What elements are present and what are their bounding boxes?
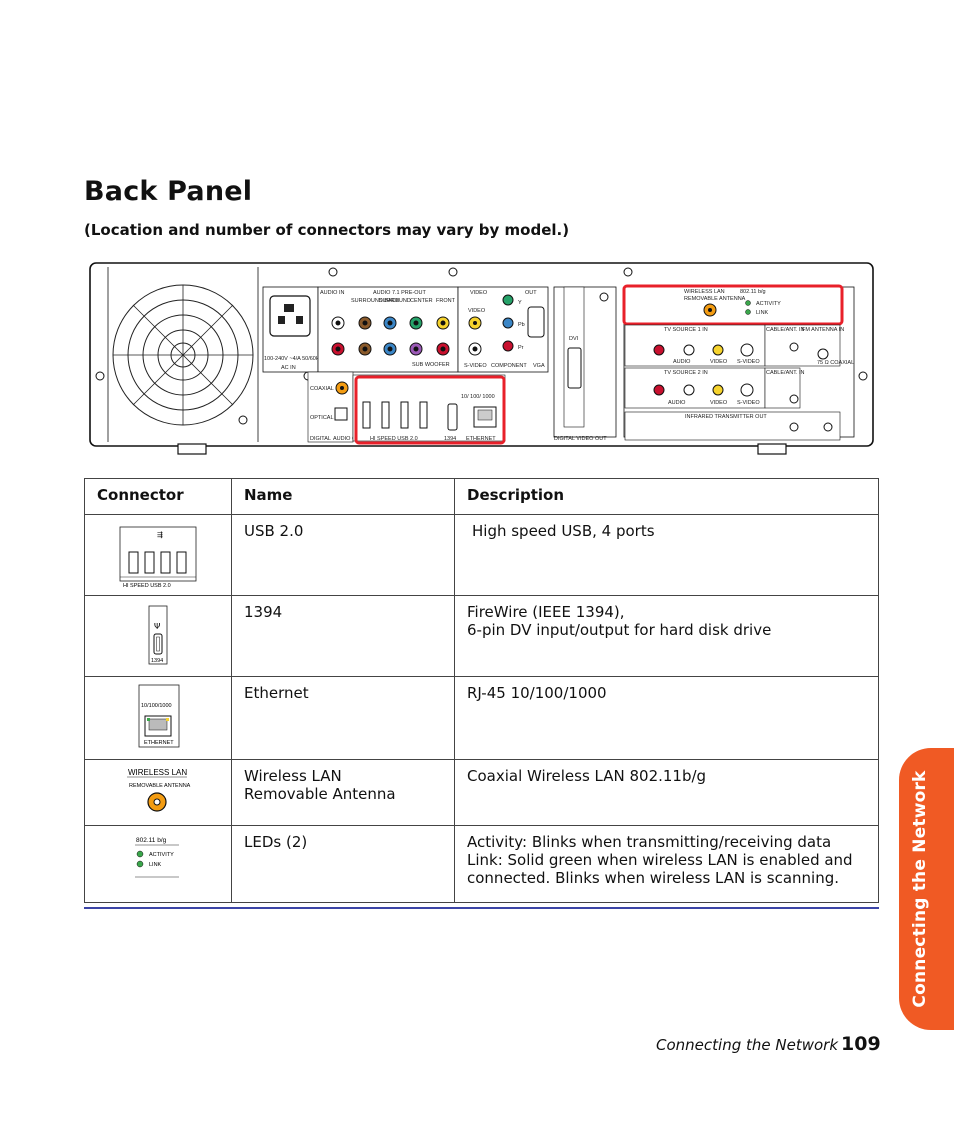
col-name: Name: [231, 478, 455, 515]
removable-antenna-label: REMOVABLE ANTENNA: [684, 296, 746, 302]
cable-ant-1-label: CABLE/ANT. IN: [766, 327, 805, 333]
wireless-connector-cell: WIRELESS LAN REMOVABLE ANTENNA: [84, 759, 232, 826]
ethernet-name: Ethernet: [231, 676, 455, 760]
wireless-icon-label: WIRELESS LAN: [128, 768, 187, 777]
col-description: Description: [454, 478, 879, 515]
col-connector: Connector: [84, 478, 232, 515]
audio-jacks: [331, 316, 450, 356]
audio-in-label: AUDIO IN: [320, 290, 344, 296]
fw-label: 1394: [444, 436, 456, 442]
digital-video-out-label: DIGITAL VIDEO OUT: [554, 436, 607, 442]
usb-ports: [362, 401, 428, 429]
sub-woofer-label: SUB WOOFER: [412, 362, 450, 368]
leds-activity-label: ACTIVITY: [149, 852, 174, 858]
video-out-label: VIDEO: [470, 290, 488, 296]
center-label: CENTER: [410, 298, 433, 304]
chapter-tab: [899, 748, 954, 1030]
connector-table: Connector Name Description ⇶ HI SPEED US…: [84, 478, 879, 903]
optical-label: OPTICAL: [310, 415, 334, 421]
tv-source-2-label: TV SOURCE 2 IN: [664, 370, 708, 376]
ethernet-label: ETHERNET: [466, 436, 496, 442]
tv2-s-video-label: S-VIDEO: [737, 400, 760, 406]
firewire-name: 1394: [231, 595, 455, 677]
table-row: WIRELESS LAN REMOVABLE ANTENNA Wireless …: [84, 759, 879, 826]
dvi-label: DVI: [569, 336, 579, 342]
s-video-label: S-VIDEO: [464, 363, 487, 369]
ac-in-label: AC IN: [281, 365, 296, 371]
wireless-lan-label: WIRELESS LAN: [684, 289, 725, 295]
tv-source-1-label: TV SOURCE 1 IN: [664, 327, 708, 333]
page-subtitle: (Location and number of connectors may v…: [84, 221, 570, 239]
usb-icon-label: HI SPEED USB 2.0: [123, 583, 171, 589]
link-label: LINK: [756, 310, 769, 316]
leds-description: Activity: Blinks when transmitting/recei…: [454, 825, 879, 903]
table-row: ⇶ HI SPEED USB 2.0 USB 2.0 High speed US…: [84, 514, 879, 596]
coaxial-label: COAXIAL: [310, 386, 334, 392]
firewire-icon: Ψ 1394: [148, 605, 168, 665]
surround-back-label: SURROUND BACK: [351, 298, 400, 304]
wireless-icon-sublabel: REMOVABLE ANTENNA: [129, 783, 191, 789]
ethernet-icon-label: ETHERNET: [144, 740, 174, 746]
fm-75-label: 75 Ω COAXIAL: [817, 360, 854, 366]
pb-label: Pb: [518, 322, 525, 328]
table-header-row: Connector Name Description: [84, 478, 879, 515]
usb-connector-cell: ⇶ HI SPEED USB 2.0: [84, 514, 232, 596]
wireless-antenna-icon: WIRELESS LAN REMOVABLE ANTENNA: [127, 768, 191, 812]
leds-name: LEDs (2): [231, 825, 455, 903]
page-number: 109: [841, 1033, 881, 1055]
tv2-audio-label: AUDIO: [668, 400, 686, 406]
section-divider: [84, 907, 879, 909]
leds-connector-cell: 802.11 b/g ACTIVITY LINK: [84, 825, 232, 903]
digital-audio-out-label: AUDIO OUT: [333, 436, 364, 442]
tv1-video-label: VIDEO: [710, 359, 728, 365]
usb-name: USB 2.0: [231, 514, 455, 596]
back-panel-diagram: 100-240V ~4/A 50/60Hz AC IN AUDIO IN AUD…: [89, 262, 874, 455]
leds-icon-label: 802.11 b/g: [136, 837, 167, 844]
leds-link-label: LINK: [149, 862, 162, 868]
y-label: Y: [518, 300, 522, 306]
table-row: 802.11 b/g ACTIVITY LINK LEDs (2) Activi…: [84, 825, 879, 903]
chapter-tab-label: Connecting the Network: [910, 770, 930, 1008]
front-label: FRONT: [436, 298, 456, 304]
pr-label: Pr: [518, 345, 524, 351]
ethernet-icon: 10/100/1000 ETHERNET: [138, 684, 180, 748]
page-title: Back Panel: [84, 176, 253, 207]
vga-label: VGA: [533, 363, 545, 369]
usb-description: High speed USB, 4 ports: [454, 514, 879, 596]
activity-label: ACTIVITY: [756, 301, 781, 307]
firewire-connector-cell: Ψ 1394: [84, 595, 232, 677]
usb-icon: ⇶ HI SPEED USB 2.0: [119, 526, 197, 589]
tv2-video-label: VIDEO: [710, 400, 728, 406]
firewire-icon-label: 1394: [151, 658, 163, 664]
firewire-description: FireWire (IEEE 1394), 6-pin DV input/out…: [454, 595, 879, 677]
tv1-s-video-label: S-VIDEO: [737, 359, 760, 365]
table-row: Ψ 1394 1394 FireWire (IEEE 1394), 6-pin …: [84, 595, 879, 677]
ethernet-icon-speed: 10/100/1000: [141, 703, 172, 709]
table-row: 10/100/1000 ETHERNET Ethernet RJ-45 10/1…: [84, 676, 879, 760]
ethernet-connector-cell: 10/100/1000 ETHERNET: [84, 676, 232, 760]
infrared-label: INFRARED TRANSMITTER OUT: [685, 414, 767, 420]
svg-text:Ψ: Ψ: [154, 622, 160, 631]
video-label: VIDEO: [468, 308, 486, 314]
tv1-audio-label: AUDIO: [673, 359, 691, 365]
eth-speed-label: 10/ 100/ 1000: [461, 394, 495, 400]
surround-label: SURROUND: [379, 298, 411, 304]
wireless-description: Coaxial Wireless LAN 802.11b/g: [454, 759, 879, 826]
svg-text:⇶: ⇶: [157, 531, 163, 539]
cable-ant-2-label: CABLE/ANT. IN: [766, 370, 805, 376]
footer-chapter-label: Connecting the Network: [656, 1036, 838, 1054]
ac-rating-label: 100-240V ~4/A 50/60Hz: [264, 356, 323, 362]
wireless-name: Wireless LAN Removable Antenna: [231, 759, 455, 826]
audio-out-label: AUDIO 7.1 PRE-OUT: [373, 290, 427, 296]
wlan-std-label: 802.11 b/g: [740, 289, 766, 295]
leds-icon: 802.11 b/g ACTIVITY LINK: [135, 837, 179, 878]
ethernet-description: RJ-45 10/100/1000: [454, 676, 879, 760]
usb-label: HI SPEED USB 2.0: [370, 436, 418, 442]
out-label: OUT: [525, 290, 537, 296]
fm-antenna-label: FM ANTENNA IN: [802, 327, 844, 333]
digital-label: DIGITAL: [310, 436, 331, 442]
component-label: COMPONENT: [491, 363, 527, 369]
